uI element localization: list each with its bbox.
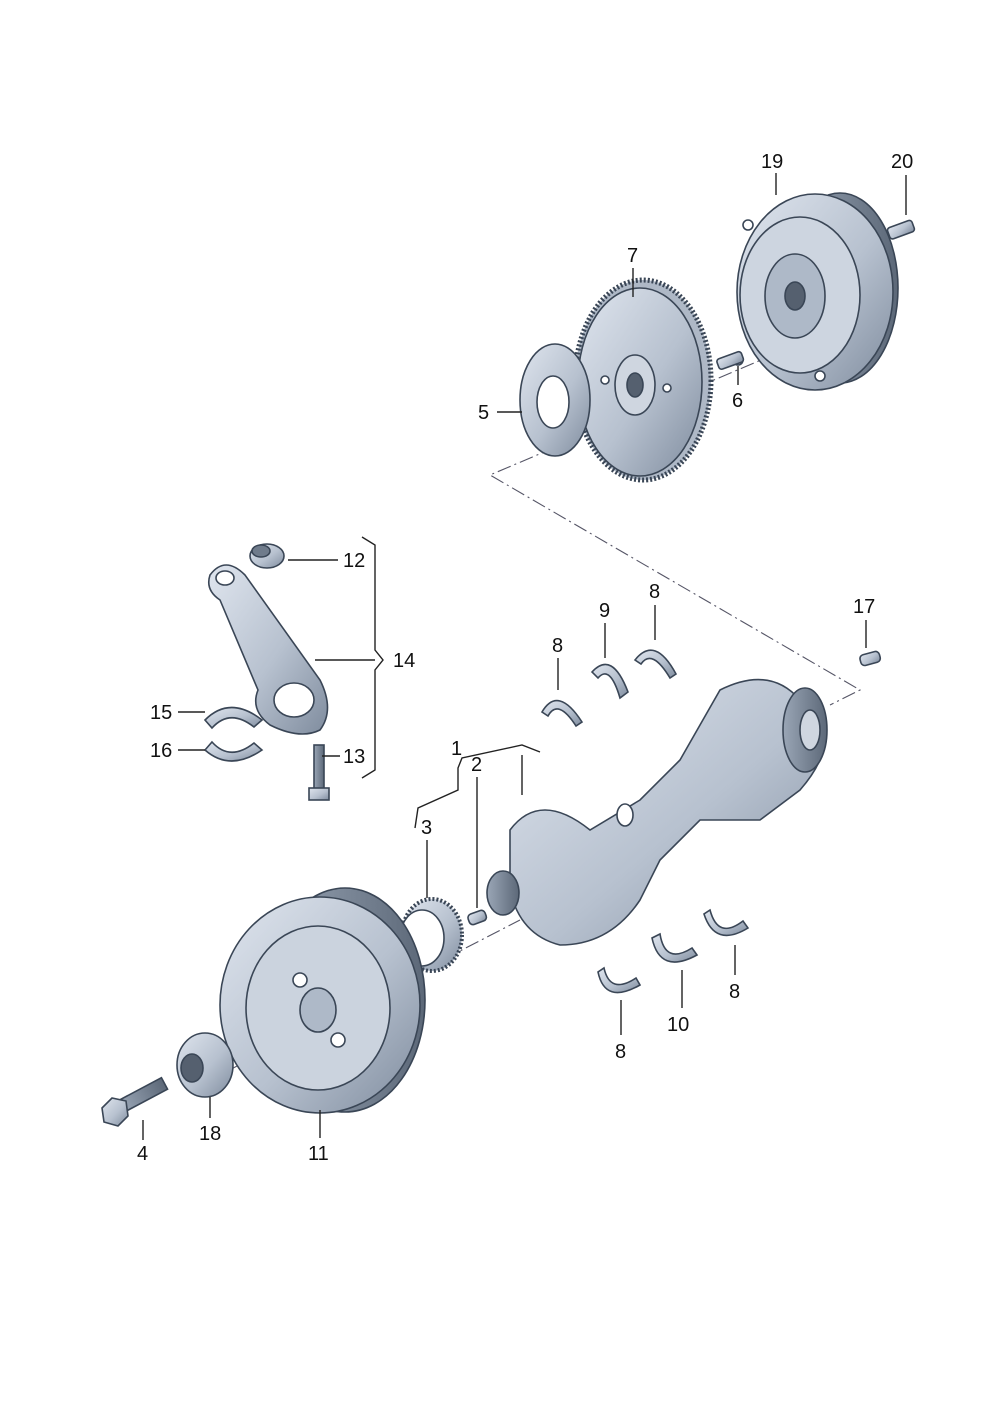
callout-4: 4	[137, 1143, 148, 1165]
leader-lines	[142, 173, 907, 1140]
callout-14: 14	[393, 650, 415, 672]
callout-8-upper-left: 8	[552, 635, 563, 657]
lower-bearing-shells	[597, 908, 750, 994]
callout-2: 2	[471, 754, 482, 776]
callout-13: 13	[343, 746, 365, 768]
callout-12: 12	[343, 550, 365, 572]
drive-plate-ring-gear	[572, 277, 714, 483]
callout-16: 16	[150, 740, 172, 762]
callout-15: 15	[150, 702, 172, 724]
callout-8-lower-right: 8	[729, 981, 740, 1003]
callout-5: 5	[478, 402, 489, 424]
con-rod-bolt	[308, 744, 330, 801]
crankshaft	[486, 678, 828, 946]
callout-8-upper-right: 8	[649, 581, 660, 603]
rod-bearing-shells	[203, 706, 264, 762]
callout-11: 11	[308, 1143, 329, 1165]
pulley-central-bolt	[101, 1076, 169, 1127]
callout-20: 20	[891, 151, 913, 173]
flywheel-bolt-20	[886, 219, 916, 240]
callout-labels: 19 20 7 6 5 12 14 13 15 16 8 9 8 17 1 2 …	[137, 151, 913, 1165]
callout-7: 7	[627, 245, 638, 267]
pulley-spacer	[176, 1032, 234, 1098]
con-rod-bush	[249, 543, 285, 569]
callout-17: 17	[853, 596, 875, 618]
connecting-rod	[207, 564, 329, 735]
callout-8-lower-left: 8	[615, 1041, 626, 1063]
callout-9: 9	[599, 600, 610, 622]
pin-2	[467, 909, 488, 926]
drive-plate-bolt-6	[716, 350, 745, 371]
callout-19: 19	[761, 151, 783, 173]
dual-mass-flywheel	[732, 192, 899, 391]
washer-plate	[519, 343, 591, 457]
callout-18: 18	[199, 1123, 221, 1145]
dowel-pin	[859, 650, 882, 667]
callout-10: 10	[667, 1014, 689, 1036]
callout-1: 1	[451, 738, 462, 760]
callout-3: 3	[421, 817, 432, 839]
vibration-damper-pulley	[219, 887, 426, 1114]
upper-bearing-shells	[540, 649, 678, 728]
callout-6: 6	[732, 390, 743, 412]
